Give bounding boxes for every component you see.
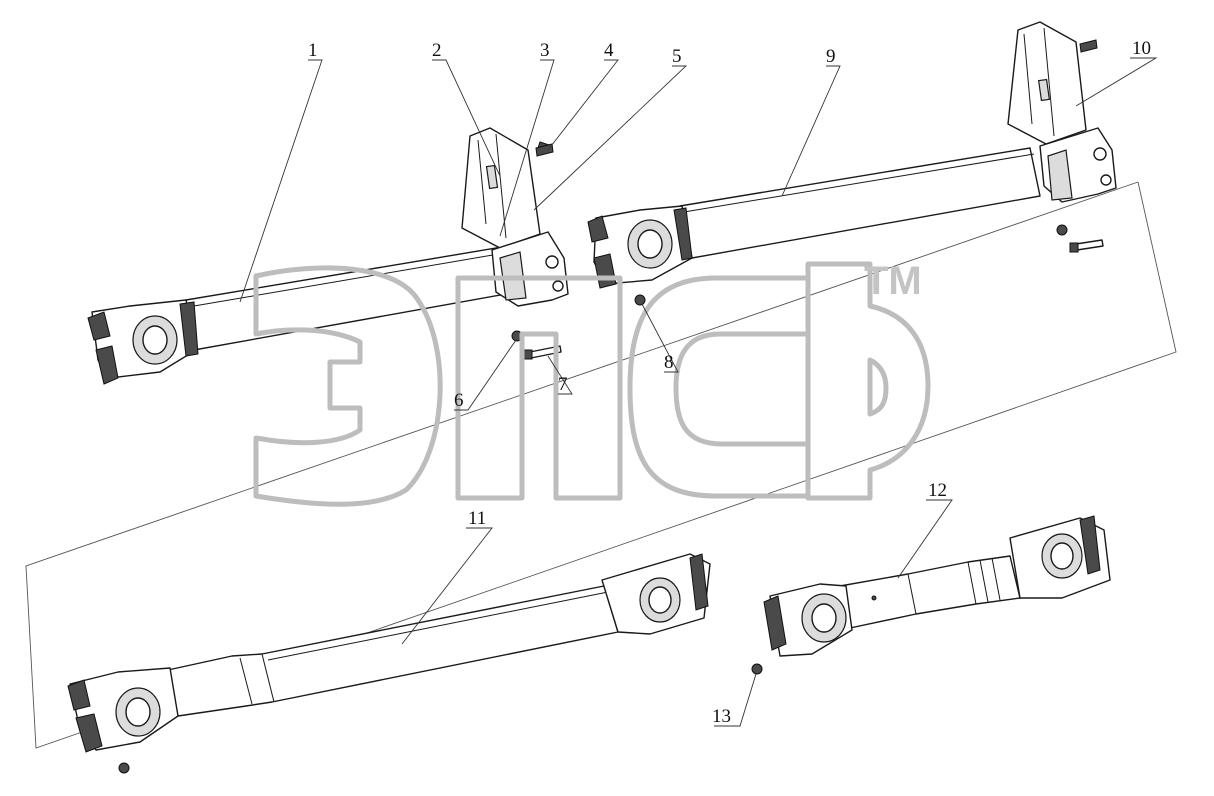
- watermark-trademark: TM: [864, 259, 922, 303]
- callout-8: 8: [664, 352, 674, 373]
- bolt-upper-right: [1079, 39, 1098, 53]
- callout-1: 1: [308, 40, 318, 61]
- bracket-assembly-2-5: [461, 127, 569, 307]
- callout-labels: 1 2 3 4 5 6 7 8 9 10 11 12 13: [308, 38, 1151, 727]
- watermark-letter-e: [253, 265, 443, 507]
- callout-7: 7: [558, 374, 568, 395]
- nut-part-13: [751, 663, 763, 675]
- nut-part-8: [634, 294, 646, 306]
- assembly-frame: [25, 181, 1177, 749]
- callout-5: 5: [672, 46, 682, 67]
- callout-4: 4: [604, 40, 614, 61]
- bracket-part-10: [1007, 21, 1117, 203]
- callout-11: 11: [468, 508, 486, 529]
- shaft-part-9: [587, 147, 1041, 289]
- nut-upper-right: [1056, 224, 1068, 236]
- callout-13: 13: [712, 706, 731, 727]
- callout-3: 3: [540, 40, 550, 61]
- nut-lower-left: [118, 762, 130, 774]
- callout-2: 2: [432, 40, 442, 61]
- watermark-letter-r: [805, 261, 931, 501]
- callout-6: 6: [454, 390, 464, 411]
- callout-12: 12: [928, 480, 947, 501]
- bolt-part-4: [535, 143, 554, 157]
- callout-10: 10: [1132, 38, 1151, 59]
- shaft-part-12: [763, 515, 1111, 657]
- watermark-letter-s: [627, 275, 811, 499]
- bolt-lower-right: [1069, 239, 1104, 253]
- watermark-logo: TM: [253, 259, 931, 507]
- leader-lines: [239, 57, 1158, 727]
- shaft-part-1: [87, 243, 529, 385]
- shaft-part-11: [67, 553, 711, 753]
- callout-9: 9: [826, 46, 836, 67]
- watermark-letter-p: [455, 275, 623, 501]
